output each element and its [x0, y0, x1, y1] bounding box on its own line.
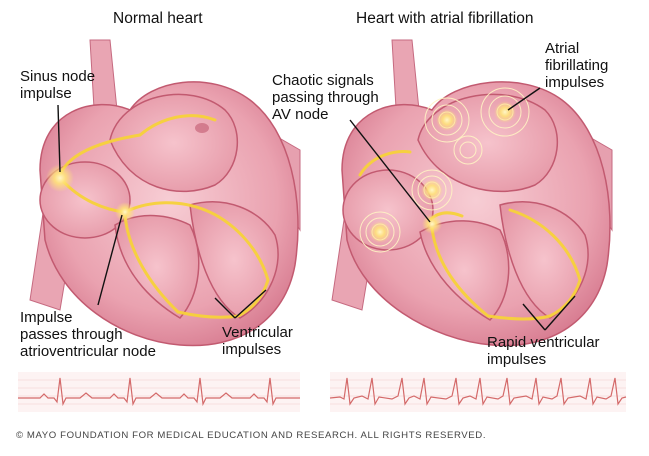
- afib-heart: [331, 39, 613, 347]
- chaotic-signals-label: Chaotic signals passing through AV node: [272, 72, 379, 123]
- normal-ecg-strip: [18, 372, 300, 412]
- afib-heart-title: Heart with atrial fibrillation: [356, 10, 534, 27]
- atrial-fibrillating-label: Atrial fibrillating impulses: [545, 40, 609, 91]
- copyright-notice: © MAYO FOUNDATION FOR MEDICAL EDUCATION …: [16, 430, 487, 441]
- leader-lines: [57, 87, 576, 331]
- afib-ecg-strip: [329, 372, 627, 412]
- normal-heart-title: Normal heart: [113, 10, 203, 27]
- rapid-ventricular-label: Rapid ventricular impulses: [487, 334, 600, 368]
- ventricular-impulses-label: Ventricular impulses: [222, 324, 293, 358]
- sinus-node-label: Sinus node impulse: [20, 68, 96, 102]
- normal-heart: [29, 39, 301, 347]
- av-node-label: Impulse passes through atrioventricular …: [20, 309, 156, 360]
